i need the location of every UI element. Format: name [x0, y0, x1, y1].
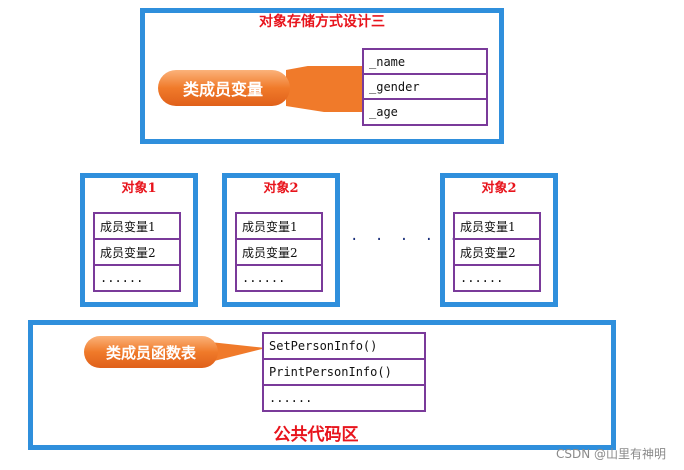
member-row: 成员变量1	[455, 214, 539, 240]
object-title: 对象2	[263, 181, 299, 196]
object-member-table: 成员变量1 成员变量2 ......	[235, 212, 323, 292]
member-variable-table: _name _gender _age	[362, 48, 488, 126]
member-row: ......	[242, 271, 286, 285]
member-row: 成员变量2	[95, 240, 179, 266]
callout-label: 类成员函数表	[105, 343, 196, 362]
member-row: 成员变量2	[455, 240, 539, 266]
object-frame-2	[222, 173, 340, 307]
callout-label: 类成员变量	[182, 80, 263, 99]
field-row: _age	[369, 105, 398, 119]
object-title: 对象2	[481, 181, 517, 196]
object-frame-1	[80, 173, 198, 307]
field-row: _name	[364, 50, 486, 75]
member-row: 成员变量2	[237, 240, 321, 266]
member-variable-callout: 类成员变量	[156, 56, 366, 118]
field-row: _gender	[364, 75, 486, 100]
member-row: 成员变量1	[237, 214, 321, 240]
ellipsis: . . . . . .	[350, 228, 487, 244]
callout-arrow-shape	[158, 56, 362, 118]
public-code-area-frame	[28, 320, 616, 450]
object-title: 对象1	[121, 181, 157, 196]
function-row: ......	[269, 391, 313, 405]
function-row: SetPersonInfo()	[264, 334, 424, 360]
callout-arrow-shape	[84, 336, 266, 368]
member-function-table: SetPersonInfo() PrintPersonInfo() ......	[262, 332, 426, 412]
member-function-callout: 类成员函数表	[82, 334, 272, 370]
member-row: ......	[100, 271, 144, 285]
object-storage-frame	[140, 8, 504, 144]
diagram-title: 对象存储方式设计三	[259, 14, 385, 30]
object-frame-3	[440, 173, 558, 307]
member-row: 成员变量1	[95, 214, 179, 240]
member-row: ......	[460, 271, 504, 285]
function-row: PrintPersonInfo()	[264, 360, 424, 386]
watermark: CSDN @山里有神明	[555, 447, 666, 461]
object-member-table: 成员变量1 成员变量2 ......	[93, 212, 181, 292]
object-member-table: 成员变量1 成员变量2 ......	[453, 212, 541, 292]
public-code-area-label: 公共代码区	[273, 425, 359, 445]
